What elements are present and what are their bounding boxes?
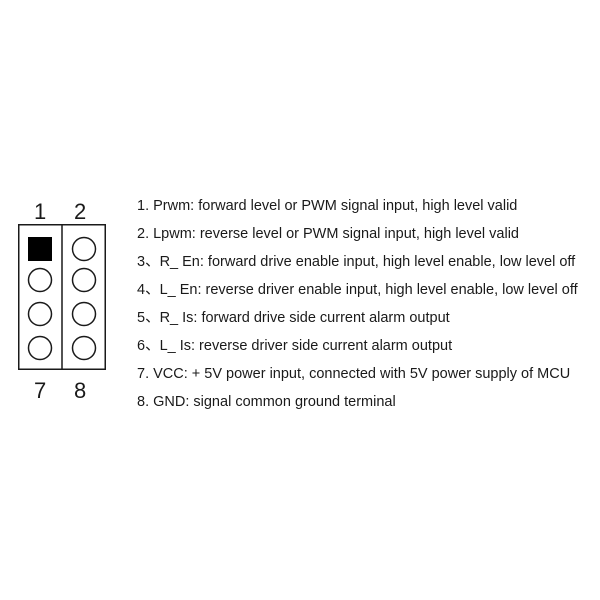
pin-number-7: 7 — [34, 378, 47, 403]
pin-number-2: 2 — [74, 199, 87, 224]
pin-description: 8. GND: signal common ground terminal — [137, 394, 396, 410]
connector-svg — [18, 224, 106, 370]
pin-description: 6、L_ Is: reverse driver side current ala… — [137, 338, 453, 354]
pin-8 — [71, 335, 97, 361]
pin-description-list: 1. Prwm: forward level or PWM signal inp… — [137, 192, 592, 416]
pin-5 — [27, 301, 53, 327]
pin-description: 5、R_ Is: forward drive side current alar… — [137, 310, 450, 326]
connector-header — [18, 224, 106, 370]
pin-2 — [71, 236, 97, 262]
pin-description: 1. Prwm: forward level or PWM signal inp… — [137, 198, 518, 214]
pin-4 — [71, 267, 97, 293]
pin-1 — [28, 237, 52, 261]
pin-description: 3、R_ En: forward drive enable input, hig… — [137, 254, 576, 270]
pin-7 — [27, 335, 53, 361]
pin-description: 7. VCC: + 5V power input, connected with… — [137, 366, 571, 382]
pin-6 — [71, 301, 97, 327]
pin-description: 2. Lpwm: reverse level or PWM signal inp… — [137, 226, 519, 242]
pin-number-8: 8 — [74, 378, 87, 403]
pin-description: 4、L_ En: reverse driver enable input, hi… — [137, 282, 578, 298]
pin-3 — [27, 267, 53, 293]
pin-number-1: 1 — [34, 199, 47, 224]
